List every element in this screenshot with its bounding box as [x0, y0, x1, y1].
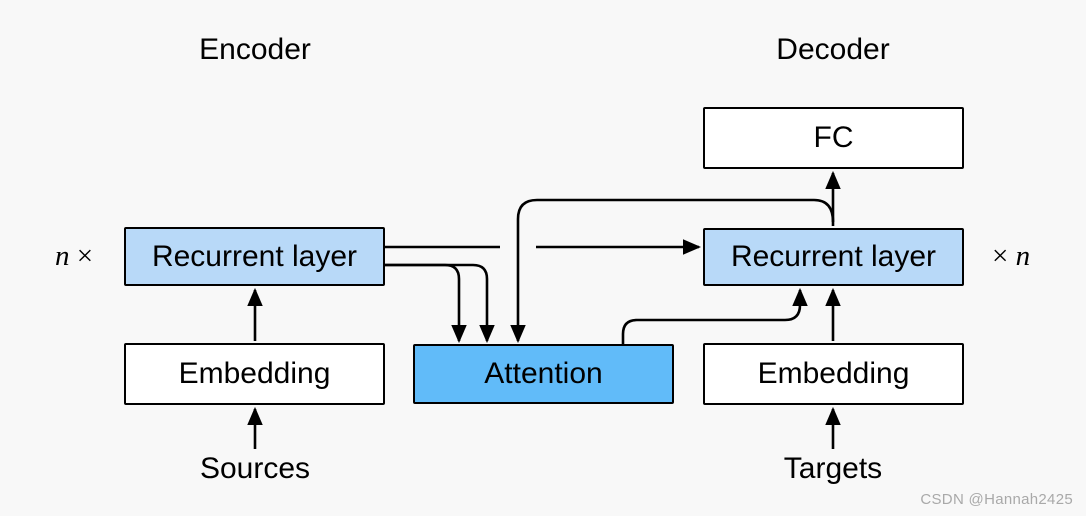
fc-label: FC — [813, 121, 854, 154]
encoder-recurrent-layer-box: Recurrent layer — [124, 227, 385, 286]
fc-box: FC — [703, 107, 964, 169]
targets-label: Targets — [783, 452, 883, 485]
arrow-decoder-state-loop-to-attention — [510, 198, 835, 344]
attention-box: Attention — [413, 344, 674, 404]
encoder-recurrent-layer-label: Recurrent layer — [151, 239, 358, 273]
encoder-embedding-box: Embedding — [124, 343, 385, 405]
decoder-embedding-label: Embedding — [757, 357, 910, 390]
decoder-multiplier-variable: n — [1015, 240, 1031, 272]
attention-label: Attention — [484, 357, 603, 390]
decoder-multiplier-times-sign: × — [992, 240, 1009, 272]
decoder-multiplier-label: × n — [992, 240, 1030, 273]
decoder-recurrent-layer-label: Recurrent layer — [730, 240, 937, 273]
encoder-multiplier-label: n × — [55, 240, 93, 273]
decoder-recurrent-layer-box: Recurrent layer — [703, 228, 964, 286]
encoder-title: Encoder — [199, 33, 311, 66]
encoder-multiplier-times-sign: × — [76, 240, 94, 272]
encoder-multiplier-variable: n — [55, 240, 70, 272]
arrow-encoder-keys-to-attention — [385, 263, 467, 344]
sources-label: Sources — [199, 452, 311, 485]
arrow-encoder-values-to-attention — [385, 263, 495, 344]
arrow-attention-context-to-decoder-recurrent — [621, 287, 808, 345]
watermark-text: CSDN @Hannah2425 — [920, 491, 1073, 508]
decoder-embedding-box: Embedding — [703, 343, 964, 405]
decoder-title: Decoder — [776, 33, 890, 66]
encoder-embedding-label: Embedding — [178, 357, 331, 390]
